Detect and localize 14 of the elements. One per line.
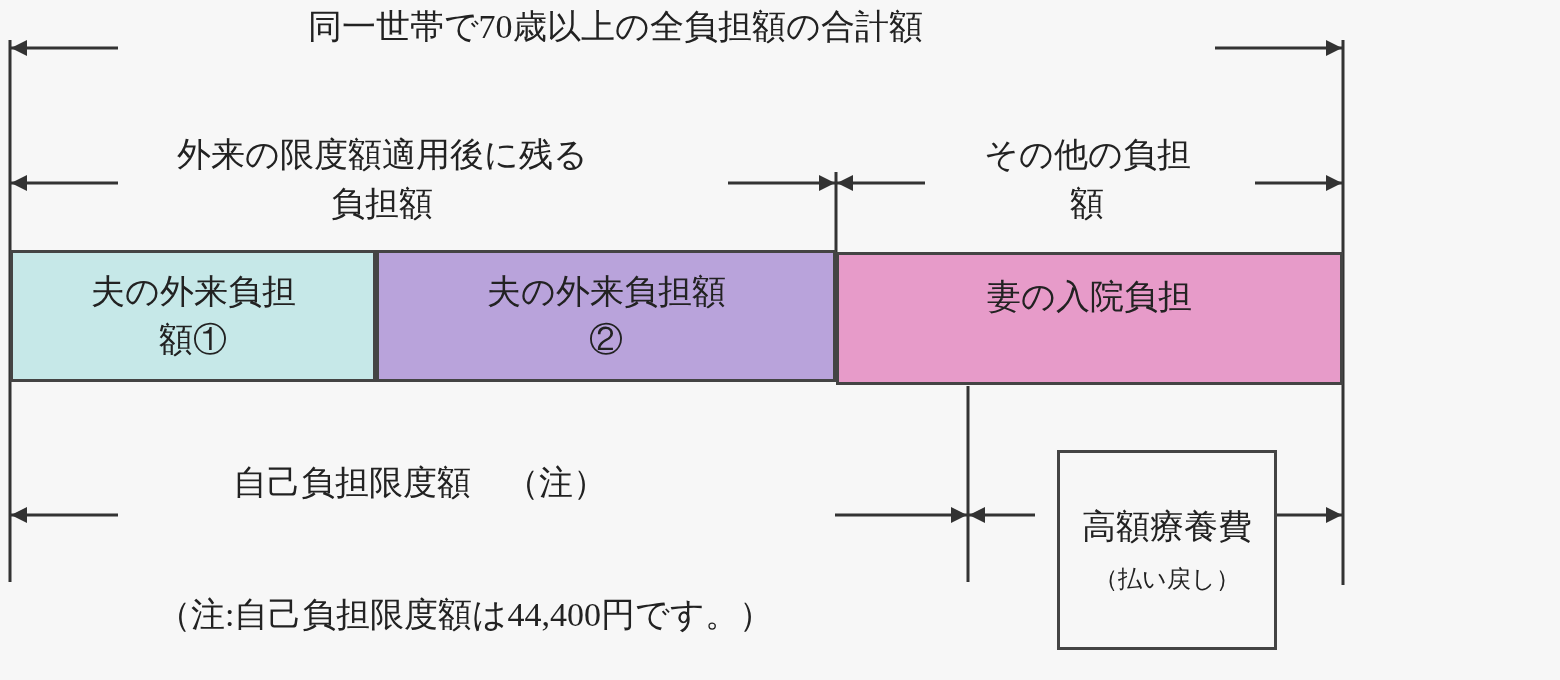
dimension-label: その他の負担額	[982, 135, 1192, 225]
footnote: （注:自己負担限度額は44,400円です。）	[156, 595, 774, 635]
bar-segment	[376, 250, 836, 382]
label-box	[1057, 450, 1277, 650]
box-text: 夫の外来負担額②	[485, 272, 727, 360]
dimension-label: 同一世帯で70歳以上の全負担額の合計額	[306, 7, 924, 47]
box-text: 妻の入院負担	[987, 277, 1192, 317]
dimension-label: 外来の限度額適用後に残る負担額	[175, 135, 589, 225]
note-text: （払い戻し）	[1094, 565, 1240, 594]
bar-segment	[10, 250, 376, 382]
bar-segment	[836, 252, 1343, 385]
box-text: 高額療養費	[1082, 507, 1252, 548]
box-text: 夫の外来負担額①	[89, 272, 297, 360]
dimension-label: 自己負担限度額 （注）	[232, 463, 608, 503]
